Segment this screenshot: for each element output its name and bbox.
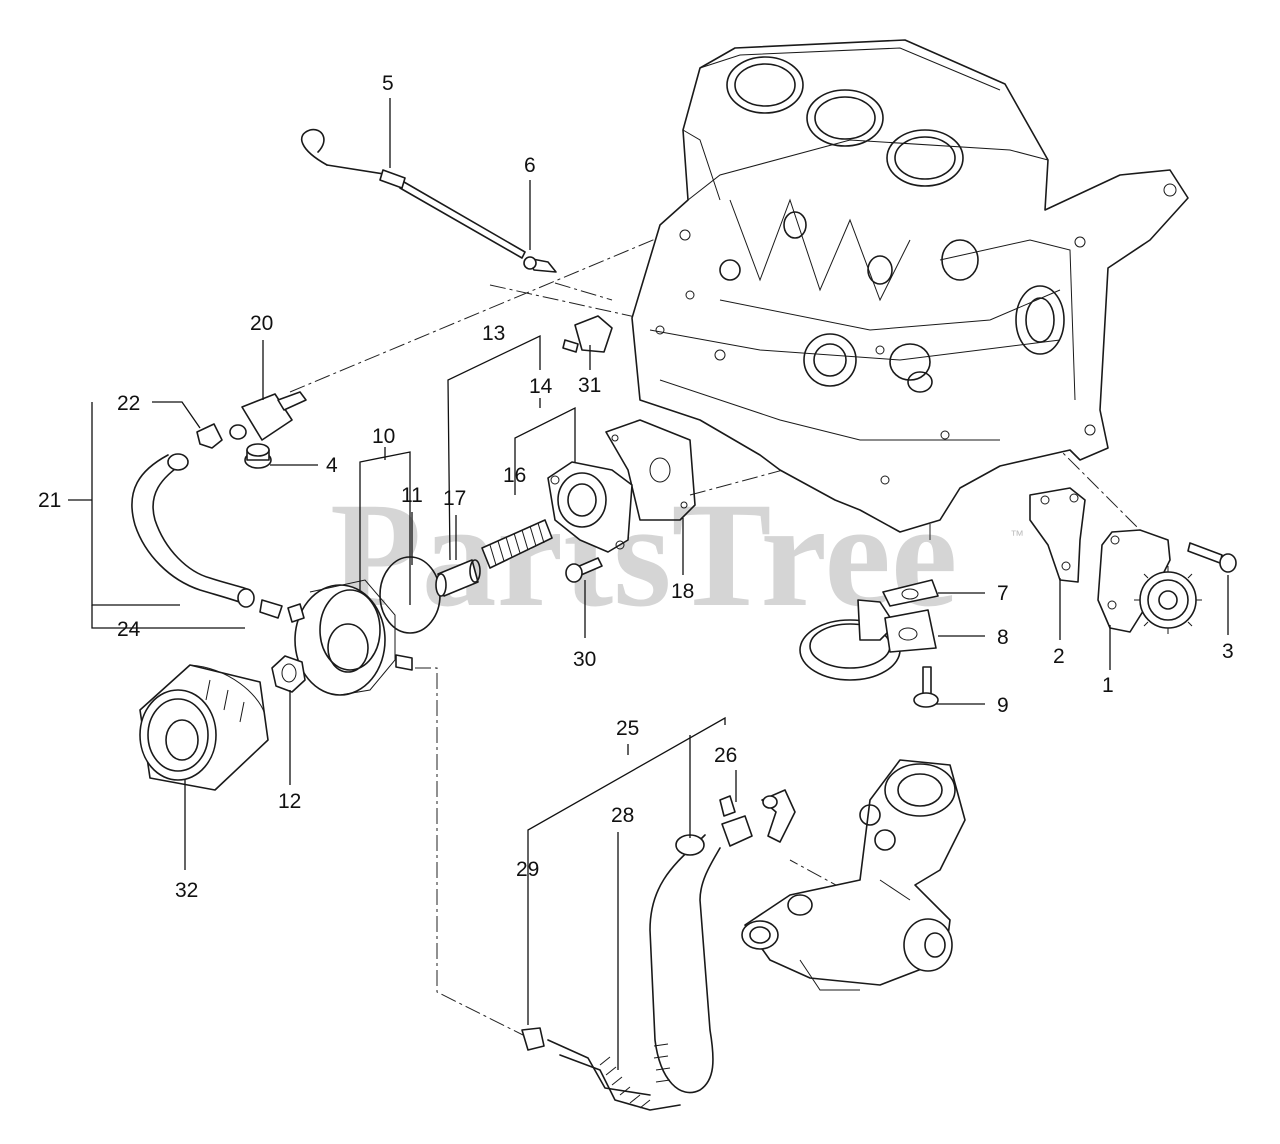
callout-29: 29 xyxy=(516,858,539,881)
filter-base-gasket[interactable] xyxy=(605,419,696,521)
oil-hose[interactable] xyxy=(131,453,255,608)
oil-pump[interactable] xyxy=(1097,529,1202,634)
callout-28: 28 xyxy=(611,804,634,827)
callout-3: 3 xyxy=(1222,640,1234,663)
callout-9: 9 xyxy=(997,694,1009,717)
callout-20: 20 xyxy=(250,312,273,335)
nut[interactable] xyxy=(271,655,306,693)
filter-bracket[interactable] xyxy=(547,461,633,553)
oil-pressure-switch[interactable] xyxy=(562,315,613,353)
water-hose-clamp[interactable] xyxy=(719,795,753,847)
callout-17: 17 xyxy=(443,487,466,510)
callout-21: 21 xyxy=(38,489,61,512)
callout-12: 12 xyxy=(278,790,301,813)
callout-10: 10 xyxy=(372,425,395,448)
watermark-trademark: ™ xyxy=(1010,527,1024,543)
water-pump-housing xyxy=(741,759,966,991)
callout-14: 14 xyxy=(529,375,553,398)
water-hose[interactable] xyxy=(547,834,721,1111)
hose-elbow-fitting[interactable] xyxy=(761,789,796,843)
callout-25: 25 xyxy=(616,717,639,740)
strainer-bolt[interactable] xyxy=(913,666,939,708)
oil-strainer[interactable] xyxy=(799,599,937,681)
bracket-bolt[interactable] xyxy=(565,557,603,583)
callout-7: 7 xyxy=(997,582,1009,605)
callout-30: 30 xyxy=(573,648,596,671)
pump-gasket[interactable] xyxy=(1029,487,1086,583)
water-hose-clamp-lower[interactable] xyxy=(521,1027,545,1051)
oil-cooler[interactable] xyxy=(294,579,413,696)
relief-spring[interactable] xyxy=(481,519,553,569)
callout-13: 13 xyxy=(482,322,505,345)
hose-joint[interactable] xyxy=(229,391,307,441)
callout-16: 16 xyxy=(503,464,526,487)
callout-1: 1 xyxy=(1102,674,1114,697)
callout-18: 18 xyxy=(671,580,694,603)
pump-bolt[interactable] xyxy=(1187,542,1237,573)
leader-lines xyxy=(68,98,1229,1070)
callout-24: 24 xyxy=(117,618,141,641)
dipstick-guide[interactable] xyxy=(523,256,557,273)
callout-31: 31 xyxy=(578,374,601,397)
callout-32: 32 xyxy=(175,879,198,902)
sleeve[interactable] xyxy=(435,559,481,597)
callout-11: 11 xyxy=(401,484,423,507)
callout-8: 8 xyxy=(997,626,1009,649)
strainer-gasket[interactable] xyxy=(882,579,939,607)
oil-filter[interactable] xyxy=(139,664,269,791)
plug[interactable] xyxy=(244,443,272,469)
callout-4: 4 xyxy=(326,454,338,477)
callout-6: 6 xyxy=(524,154,536,177)
hose-clamp-lower[interactable] xyxy=(259,599,305,623)
callout-22: 22 xyxy=(117,392,140,415)
hose-clamp-upper[interactable] xyxy=(196,423,223,449)
callout-labels: 1 2 3 4 5 6 7 8 9 10 11 12 13 14 16 17 1… xyxy=(38,72,1234,902)
callout-2: 2 xyxy=(1053,645,1065,668)
callout-26: 26 xyxy=(714,744,737,767)
dipstick[interactable] xyxy=(300,128,526,259)
cylinder-block[interactable] xyxy=(631,39,1189,533)
callout-5: 5 xyxy=(382,72,394,95)
